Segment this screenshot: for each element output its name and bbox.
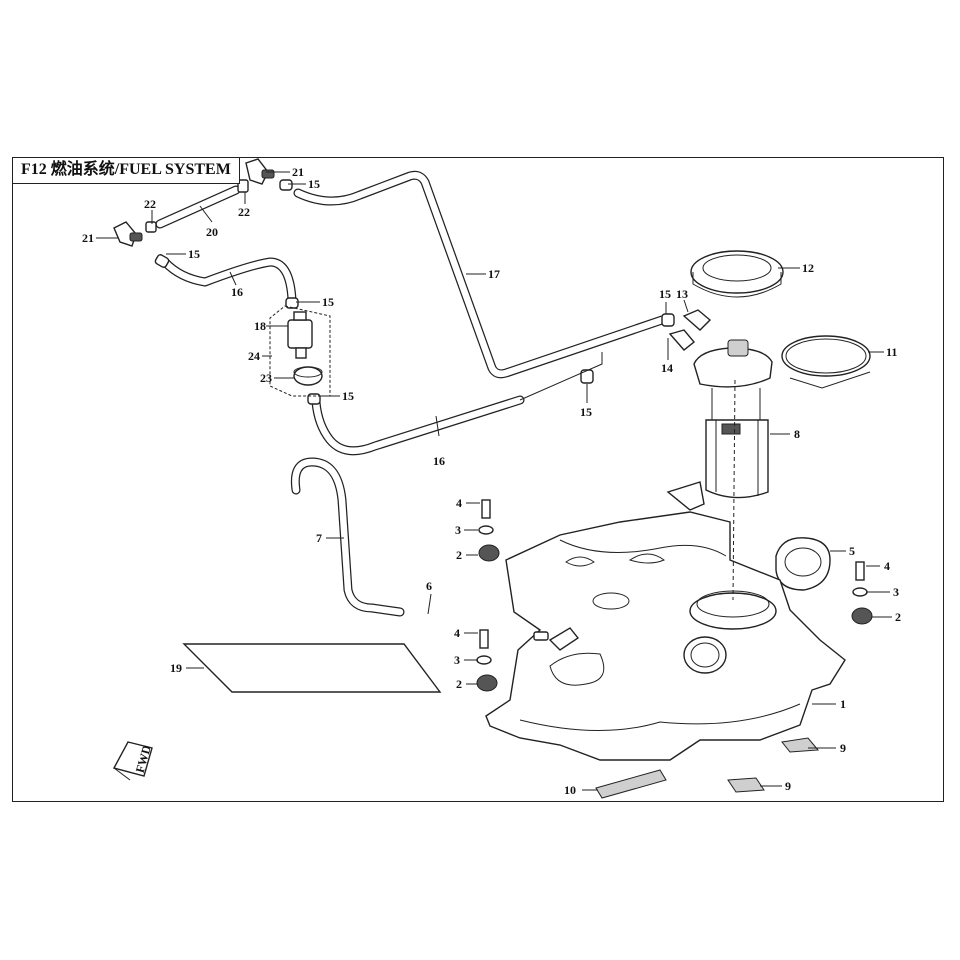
warning-label-19 (182, 643, 442, 693)
connectors-22 (145, 179, 249, 233)
callout-11: 11 (886, 345, 897, 359)
callout-2: 2 (456, 548, 462, 562)
callout-4: 4 (456, 496, 462, 510)
callout-15: 15 (308, 177, 320, 191)
callout-18: 18 (254, 319, 266, 333)
diagram-frame (12, 157, 944, 802)
callout-22: 22 (144, 197, 156, 211)
gasket-11 (781, 335, 871, 377)
hose-16-lower (311, 395, 525, 456)
callout-15: 15 (322, 295, 334, 309)
elbow-fitting-21-left (113, 221, 143, 247)
pads-9-10 (595, 737, 820, 799)
callout-14: 14 (661, 361, 673, 375)
leader-lines (96, 171, 892, 791)
hose-17 (293, 170, 667, 379)
callout-24: 24 (248, 349, 260, 363)
callout-10: 10 (564, 783, 576, 797)
callout-3: 3 (455, 523, 461, 537)
elbow-fitting-21-top (245, 158, 275, 185)
callout-16: 16 (231, 285, 243, 299)
fittings-13-14 (668, 309, 712, 351)
callout-17: 17 (488, 267, 500, 281)
tube-20 (155, 185, 241, 229)
callout-4: 4 (454, 626, 460, 640)
callout-2: 2 (456, 677, 462, 691)
callout-19: 19 (170, 661, 182, 675)
callout-4: 4 (884, 559, 890, 573)
callout-2: 2 (895, 610, 901, 624)
callout-labels: 21 15 22 22 20 21 15 16 15 18 24 23 15 1… (82, 165, 901, 797)
hose-16-upper (160, 257, 297, 305)
callout-21: 21 (82, 231, 94, 245)
callout-21: 21 (292, 165, 304, 179)
assembly-line (732, 379, 736, 601)
callout-9: 9 (840, 741, 846, 755)
callout-15: 15 (188, 247, 200, 261)
callout-5: 5 (849, 544, 855, 558)
callout-8: 8 (794, 427, 800, 441)
callout-15: 15 (580, 405, 592, 419)
forward-arrow-icon (112, 741, 153, 781)
callout-7: 7 (316, 531, 322, 545)
fuel-filter-assembly (269, 305, 331, 397)
fuel-tank-1 (485, 511, 846, 761)
callout-1: 1 (840, 697, 846, 711)
callout-3: 3 (893, 585, 899, 599)
callout-15: 15 (342, 389, 354, 403)
callout-12: 12 (802, 261, 814, 275)
callout-23: 23 (260, 371, 272, 385)
callout-16: 16 (433, 454, 445, 468)
callout-9: 9 (785, 779, 791, 793)
callout-20: 20 (206, 225, 218, 239)
lock-ring-12 (690, 250, 784, 298)
callout-15: 15 (659, 287, 671, 301)
callout-13: 13 (676, 287, 688, 301)
connector-line-15 (519, 352, 603, 401)
callout-22: 22 (238, 205, 250, 219)
fuel-pump-unit (666, 339, 773, 511)
diagram-title: F12 燃油系统/FUEL SYSTEM (12, 157, 240, 184)
callout-3: 3 (454, 653, 460, 667)
filler-cap-5 (775, 537, 831, 591)
hose-7 (290, 457, 405, 617)
callout-6: 6 (426, 579, 432, 593)
